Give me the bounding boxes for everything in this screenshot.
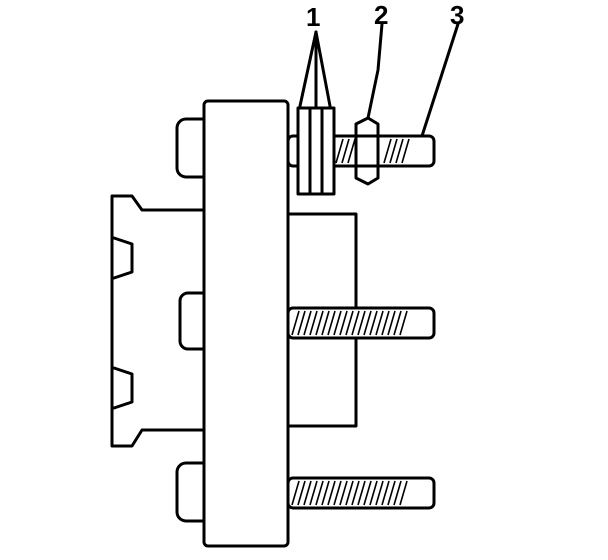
leader-lines	[298, 22, 460, 138]
spacer-washers	[296, 106, 336, 196]
callout-2: 2	[374, 0, 388, 30]
wheel-stud-middle	[286, 306, 436, 340]
callout-1: 1	[306, 2, 320, 32]
callout-3: 3	[450, 0, 464, 30]
wheel-stud-bottom	[286, 476, 436, 510]
hub-flange-plate	[202, 99, 290, 548]
hex-nut	[354, 116, 380, 186]
